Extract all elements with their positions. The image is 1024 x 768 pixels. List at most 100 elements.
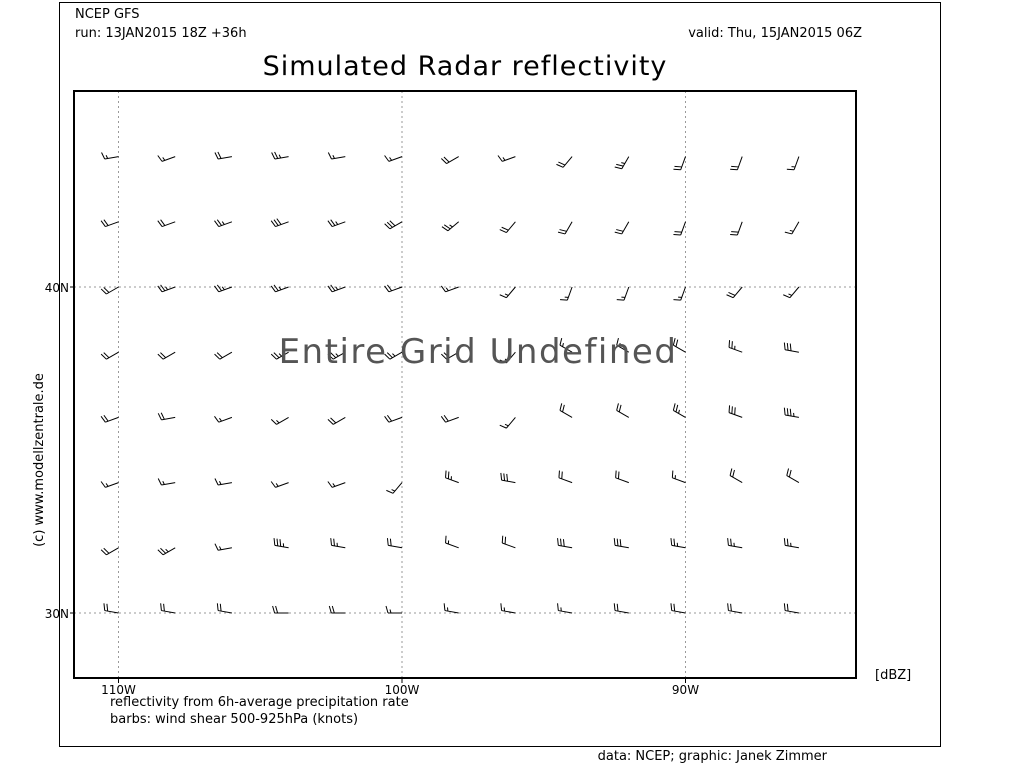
barb-feather (273, 284, 279, 292)
barb-feather (157, 353, 164, 360)
barb-feather (788, 469, 792, 478)
barb-shaft (791, 221, 800, 235)
barb-feather (100, 220, 106, 227)
barb-shaft (104, 156, 119, 160)
barb-feather (670, 538, 673, 546)
barb-feather (675, 339, 679, 347)
barb-shaft (673, 344, 686, 353)
wind-barb (613, 538, 629, 549)
barb-shaft (621, 156, 630, 169)
barb-feather (443, 156, 450, 163)
wind-barb (783, 286, 800, 299)
barb-feather (327, 353, 334, 360)
barb-shaft (564, 221, 573, 235)
barb-feather (270, 285, 276, 293)
barb-feather (783, 342, 786, 350)
barb-shaft (621, 221, 630, 235)
wind-barb (673, 221, 686, 236)
wind-barb (440, 414, 459, 423)
barb-feather (500, 603, 503, 611)
barb-feather (786, 168, 795, 171)
barb-feather (384, 416, 390, 423)
barb-feather (389, 538, 392, 546)
barb-shaft (388, 416, 403, 423)
barb-shaft (680, 156, 686, 170)
barb-feather (386, 414, 393, 422)
barb-shaft (218, 221, 233, 228)
barb-half-feather (278, 286, 282, 291)
wind-barb (214, 284, 233, 293)
barb-feather (216, 219, 222, 226)
wind-barb (384, 351, 403, 360)
barb-half-feather (449, 224, 453, 228)
barb-feather (440, 285, 446, 293)
wind-barbs (100, 151, 800, 614)
barb-shaft (728, 346, 743, 353)
barb-feather (786, 342, 789, 351)
barb-feather (447, 471, 450, 479)
barb-half-feather (165, 548, 169, 553)
lon-label-0: 110W (101, 683, 136, 697)
wind-barb (100, 481, 119, 488)
wind-barb (327, 416, 346, 425)
barb-shaft (793, 156, 800, 170)
wind-barb (616, 286, 630, 301)
wind-barb (270, 351, 289, 360)
barb-feather (786, 408, 789, 416)
barb-shaft (389, 351, 403, 360)
barb-feather (726, 294, 734, 299)
barb-feather (614, 166, 622, 170)
barb-shaft (162, 351, 176, 360)
barb-feather (783, 407, 786, 416)
wind-barb (273, 538, 289, 549)
barb-feather (160, 547, 167, 554)
wind-barb (157, 478, 176, 486)
barb-feather (613, 603, 616, 611)
barb-shaft (785, 349, 799, 353)
barb-half-feather (105, 155, 109, 159)
wind-barb (157, 547, 176, 556)
barb-feather (270, 418, 277, 425)
barb-half-feather (335, 353, 339, 357)
wind-barb (440, 285, 459, 293)
barb-shaft (501, 610, 516, 614)
wind-barb (270, 284, 289, 293)
barb-feather (732, 469, 735, 478)
wind-barb (100, 286, 119, 295)
barb-feather (384, 223, 391, 230)
barb-half-feather (618, 343, 621, 347)
barb-feather (103, 219, 109, 226)
barb-feather (561, 471, 563, 479)
barb-feather (389, 220, 396, 227)
barb-feather (559, 403, 563, 411)
barb-half-feather (445, 287, 449, 292)
barb-half-feather (162, 157, 166, 161)
wind-barb (101, 152, 119, 160)
barb-shaft (106, 286, 119, 295)
barb-feather (157, 413, 162, 421)
barb-feather (327, 152, 332, 160)
barb-shaft (785, 414, 799, 418)
barb-feather (328, 605, 332, 614)
wind-barb (783, 538, 799, 549)
barb-shaft (501, 479, 516, 484)
barb-feather (675, 404, 679, 413)
barb-shaft (506, 286, 516, 299)
barb-shaft (445, 416, 459, 423)
barb-shaft (506, 221, 516, 233)
wind-barb (100, 547, 119, 556)
barb-feather (216, 603, 219, 611)
wind-barb (214, 416, 233, 423)
units-label: [dBZ] (875, 668, 911, 683)
barb-feather (103, 547, 110, 554)
wind-barb (157, 284, 176, 293)
barb-half-feather (221, 286, 225, 291)
barb-half-feather (789, 229, 794, 232)
barb-feather (730, 603, 732, 612)
barb-half-feather (165, 286, 169, 291)
barb-feather (673, 538, 676, 546)
wind-barb (614, 221, 630, 235)
barb-feather (386, 489, 394, 494)
barb-feather (327, 481, 333, 488)
wind-barb (671, 470, 686, 484)
